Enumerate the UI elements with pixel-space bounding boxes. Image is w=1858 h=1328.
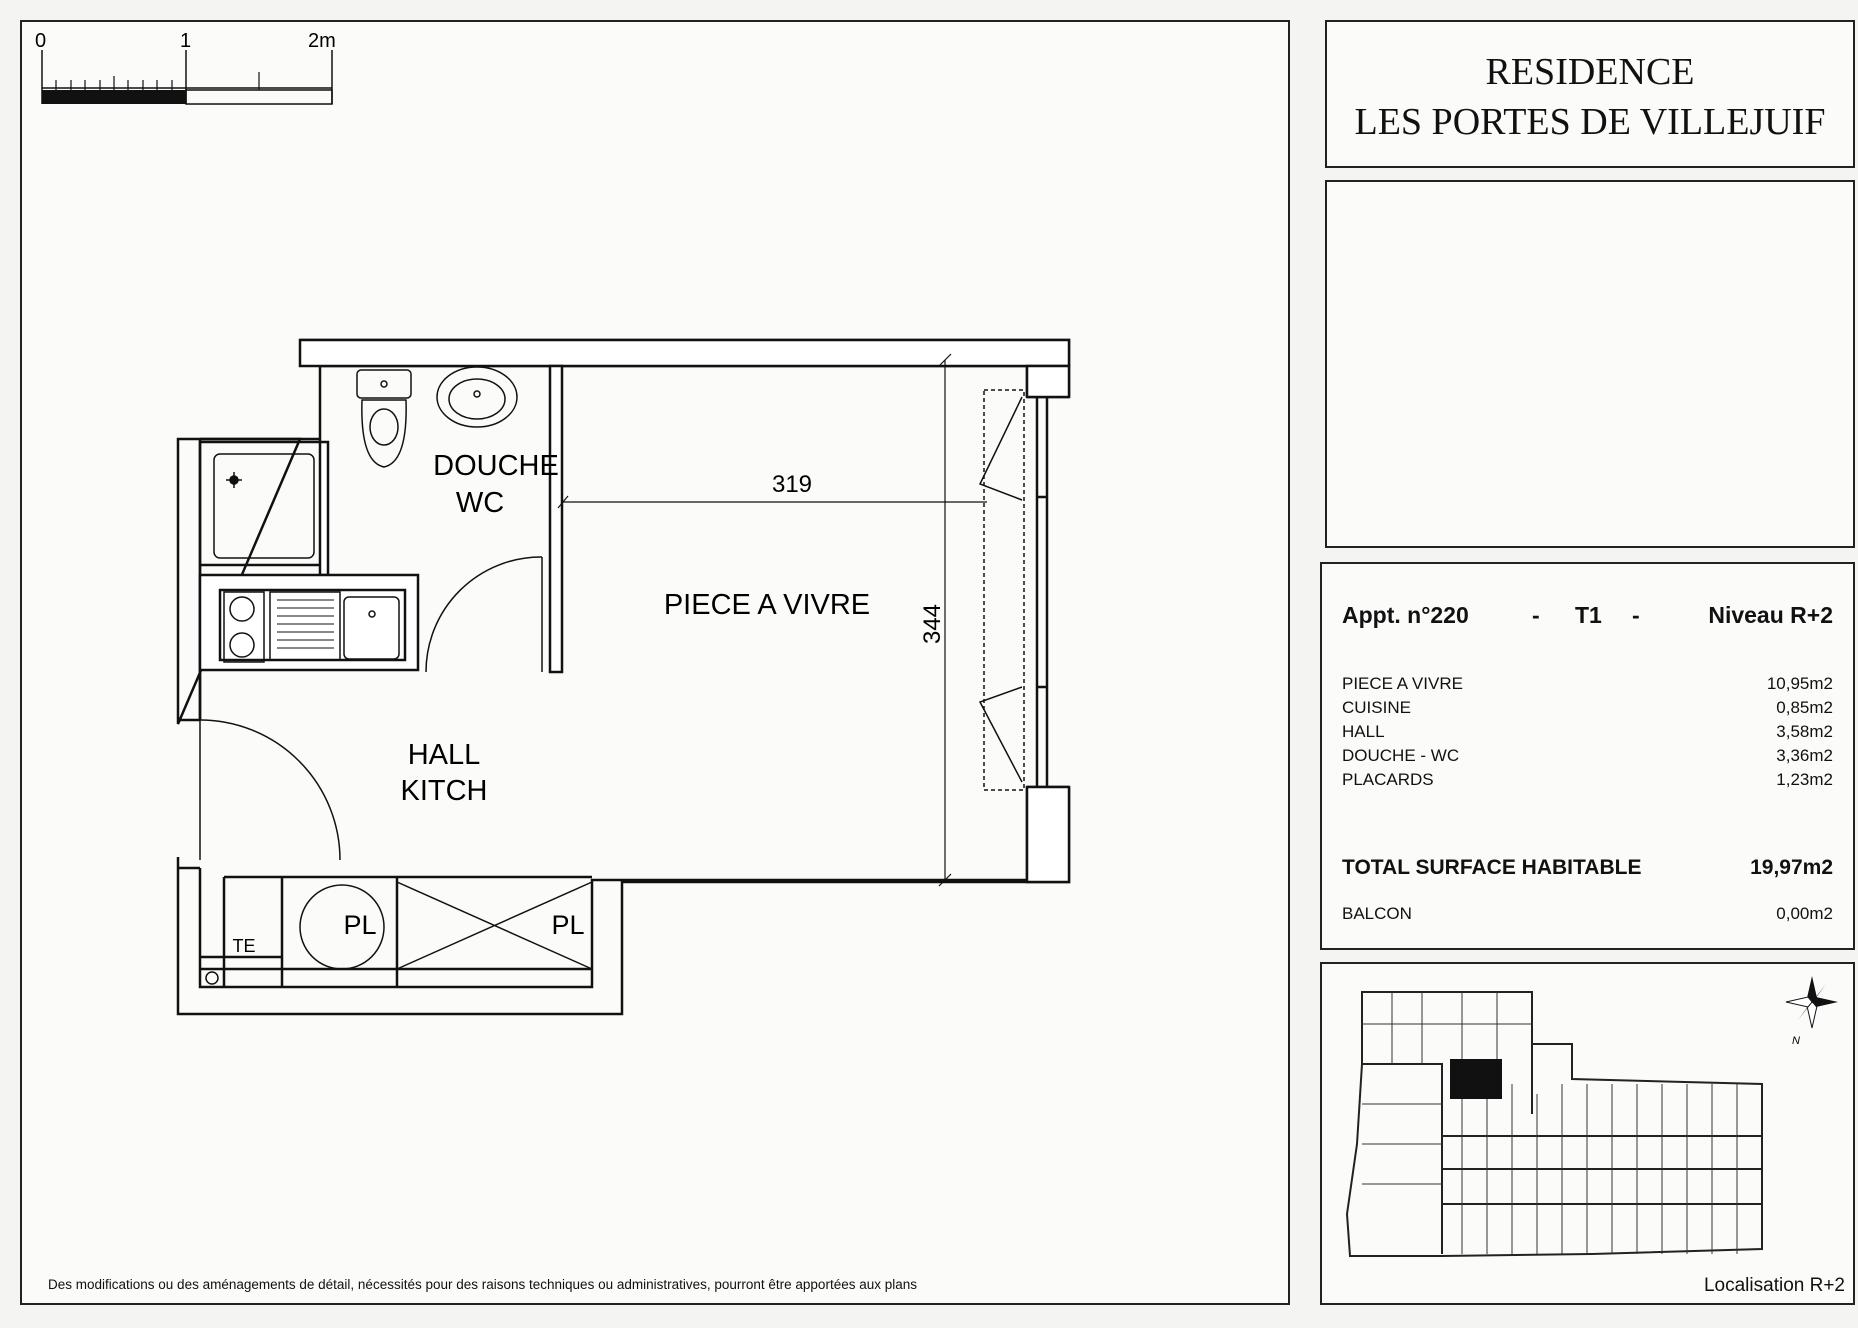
north-label: N [1792, 1035, 1800, 1047]
apartment-type: T1 [1575, 602, 1602, 628]
apartment-highlight [1450, 1059, 1502, 1099]
header-separator: - [1532, 602, 1540, 628]
building-locator-map: N [1345, 976, 1838, 1257]
closet-label-2: PL [551, 910, 584, 940]
room-area: 0,85m2 [1776, 698, 1833, 717]
apartment-walls [176, 338, 1071, 1016]
title-residence-name: LES PORTES DE VILLEJUIF [1354, 101, 1826, 143]
scale-label-2m: 2m [308, 30, 336, 52]
te-label: TE [232, 936, 255, 956]
room-row: PLACARDS 1,23m2 [1342, 770, 1833, 794]
disclaimer-text: Des modifications ou des aménagements de… [48, 1277, 917, 1292]
doors [199, 389, 1025, 861]
room-label-hall: HALL [408, 739, 481, 771]
room-row: CUISINE 0,85m2 [1342, 698, 1833, 722]
header-separator: - [1632, 602, 1640, 628]
room-label-wc: WC [456, 487, 504, 519]
room-label-douche: DOUCHE [433, 450, 559, 482]
dimension-width-label: 319 [772, 471, 812, 498]
balcony-row: BALCON 0,00m2 [1342, 904, 1833, 928]
room-row: DOUCHE - WC 3,36m2 [1342, 746, 1833, 770]
scale-bar: 0 1 2m [35, 30, 336, 105]
apartment-info-block: Appt. n°220 - T1 - Niveau R+2 PIECE A VI… [1320, 562, 1855, 950]
room-name: PIECE A VIVRE [1342, 674, 1463, 693]
room-area: 1,23m2 [1776, 770, 1833, 789]
apartment-level: Niveau R+2 [1708, 602, 1833, 628]
room-name: PLACARDS [1342, 770, 1434, 789]
locator-block: N Localisation R+2 [1320, 962, 1855, 1305]
scale-label-1: 1 [180, 30, 191, 52]
locator-label: Localisation R+2 [1703, 1275, 1845, 1296]
room-label-piece-a-vivre: PIECE A VIVRE [664, 589, 870, 621]
total-surface-label: TOTAL SURFACE HABITABLE [1342, 856, 1642, 879]
room-row: PIECE A VIVRE 10,95m2 [1342, 674, 1833, 698]
room-area: 10,95m2 [1766, 674, 1833, 693]
room-row: HALL 3,58m2 [1342, 722, 1833, 746]
fixtures [205, 366, 593, 985]
total-surface-value: 19,97m2 [1750, 856, 1833, 879]
floor-plan-frame: 0 1 2m [20, 20, 1290, 1305]
room-name: HALL [1342, 722, 1385, 741]
floor-plan-drawing: 0 1 2m [35, 30, 1071, 1016]
title-block: RESIDENCE LES PORTES DE VILLEJUIF [1325, 20, 1855, 168]
room-name: CUISINE [1342, 698, 1411, 717]
room-area: 3,58m2 [1776, 722, 1833, 741]
title-residence: RESIDENCE [1485, 51, 1695, 93]
room-area: 3,36m2 [1776, 746, 1833, 765]
closet-label-1: PL [343, 910, 376, 940]
dimension-lines [557, 353, 987, 887]
room-name: DOUCHE - WC [1342, 746, 1460, 765]
room-label-kitch: KITCH [401, 775, 488, 807]
dimension-height-label: 344 [919, 604, 946, 644]
north-compass-icon [1785, 976, 1838, 1029]
blank-panel [1325, 180, 1855, 548]
balcony-value: 0,00m2 [1776, 904, 1833, 923]
balcony-label: BALCON [1342, 904, 1412, 923]
apartment-number: Appt. n°220 [1342, 602, 1469, 628]
scale-label-0: 0 [35, 30, 46, 52]
